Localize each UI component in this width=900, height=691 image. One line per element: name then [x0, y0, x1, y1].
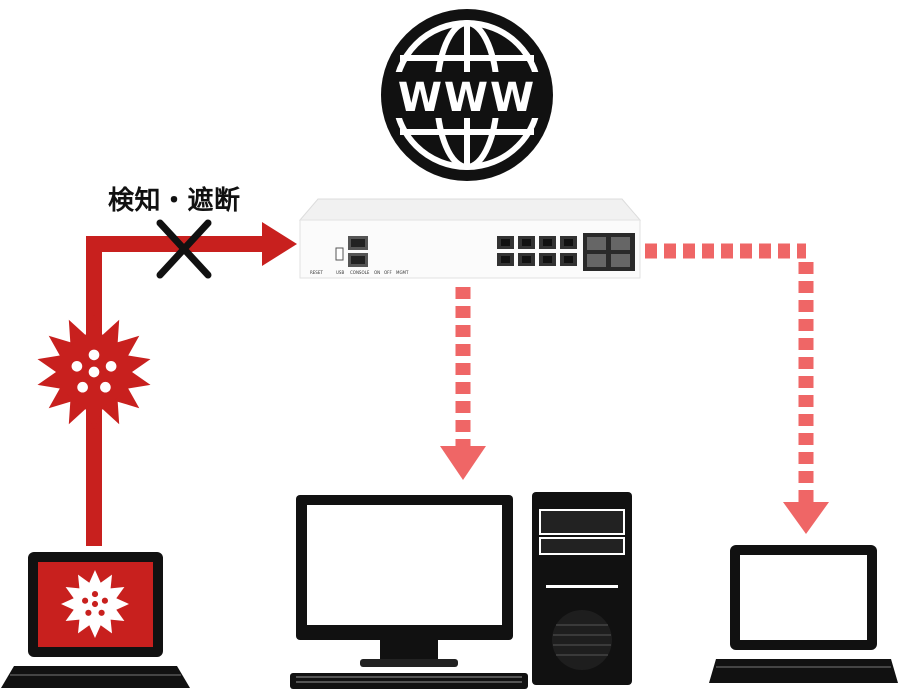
- detect-block-caption: 検知・遮断: [108, 186, 241, 216]
- router-mgmt-label: MGMT: [396, 270, 409, 275]
- threat-arrowhead: [262, 222, 297, 266]
- laptop-icon: [709, 545, 898, 683]
- router-on-label: ON: [374, 270, 380, 275]
- globe-www-icon: WWW: [381, 9, 553, 181]
- virus-icon: [37, 314, 151, 430]
- infected-laptop-icon: [1, 552, 190, 688]
- safe-arrowhead-laptop: [783, 502, 829, 534]
- router-usb-label: USB: [336, 270, 344, 275]
- safe-flow-to-laptop: [645, 243, 829, 534]
- router-console-label: CONSOLE: [350, 270, 370, 275]
- globe-label: WWW: [398, 75, 536, 121]
- router-appliance-icon: RESET USB CONSOLE ON OFF MGMT: [298, 198, 642, 279]
- router-reset-label: RESET: [310, 270, 323, 275]
- router-off-label: OFF: [384, 270, 392, 275]
- block-x-icon: [156, 219, 212, 279]
- desktop-pc-icon: [290, 495, 528, 689]
- pc-tower-icon: [532, 492, 632, 685]
- virus-small-icon: [61, 570, 129, 638]
- safe-flow-to-desktop: [440, 287, 486, 480]
- safe-arrowhead-desktop: [440, 446, 486, 480]
